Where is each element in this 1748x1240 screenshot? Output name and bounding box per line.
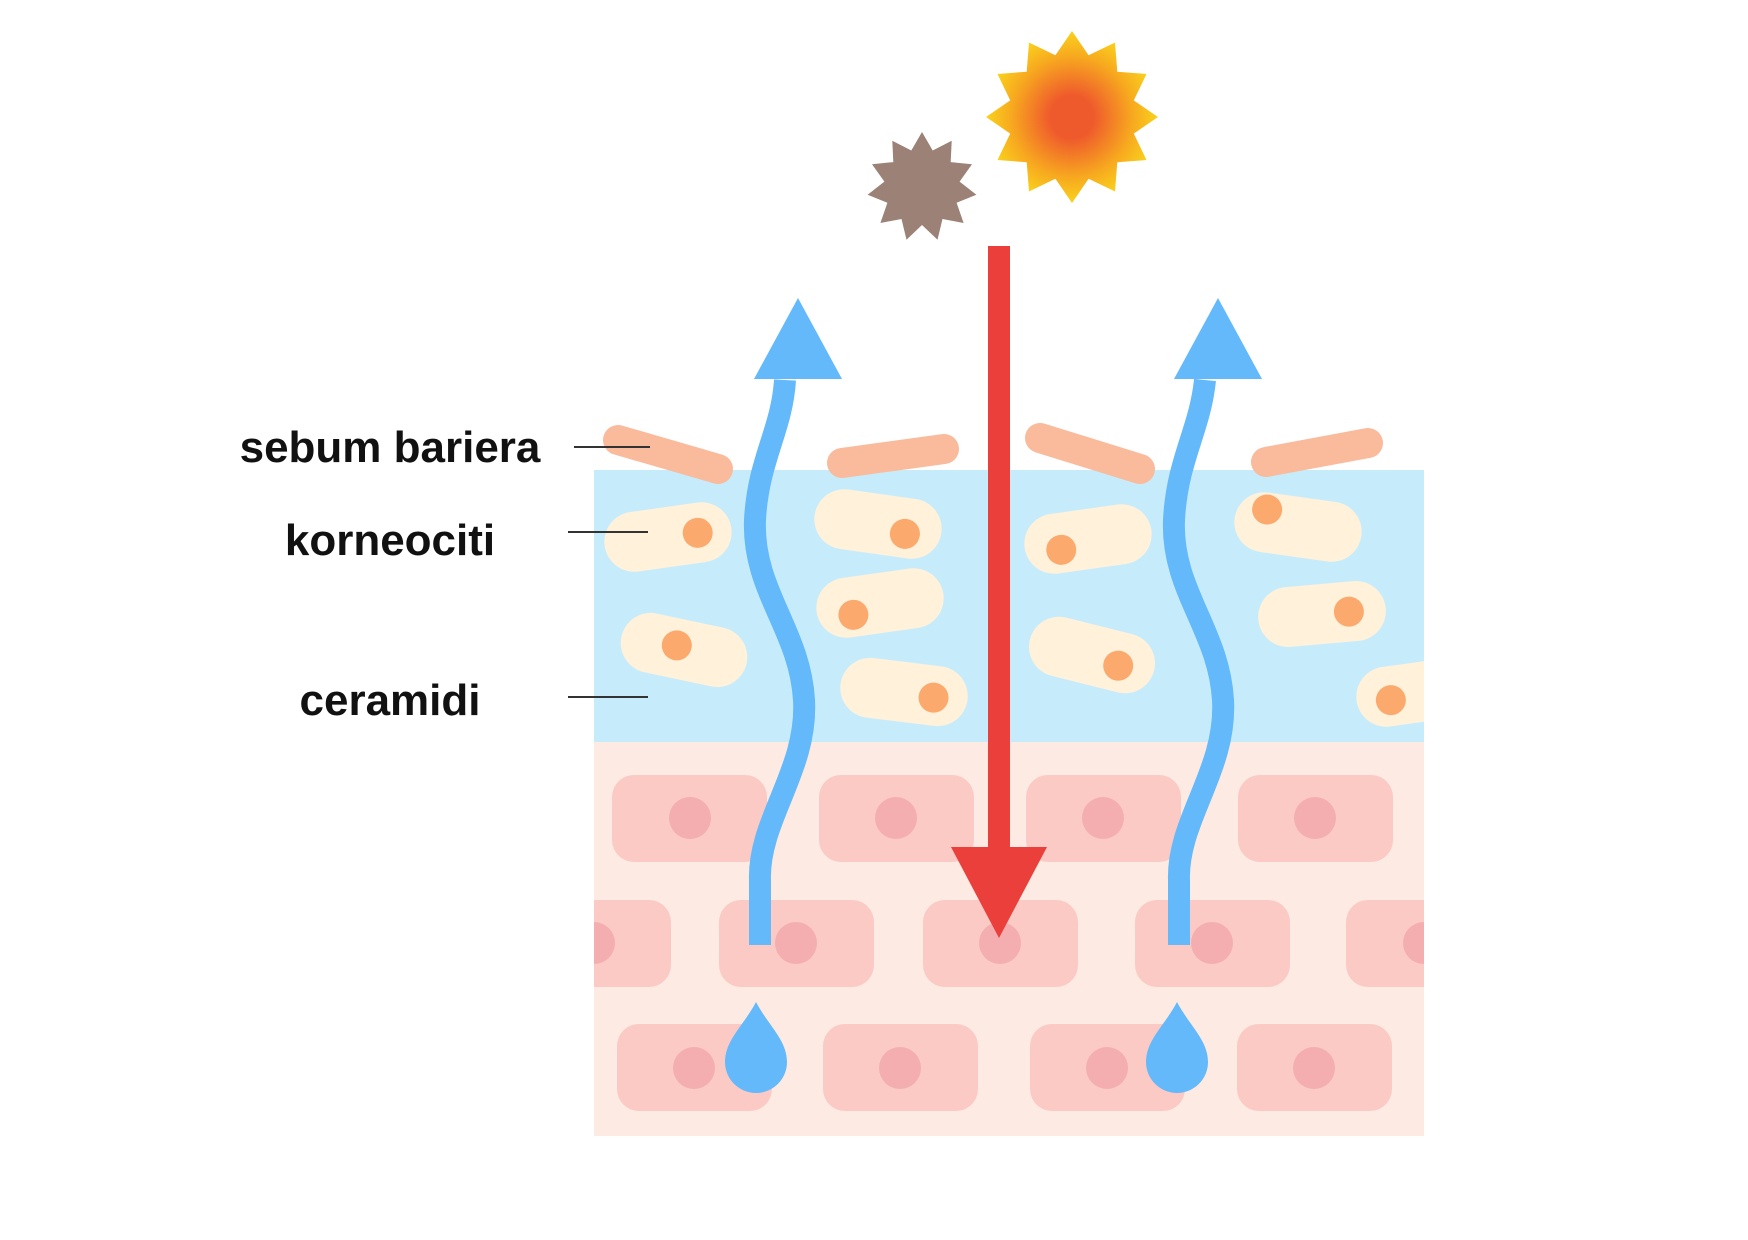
corneocyte bbox=[620, 612, 748, 688]
cell-nucleus bbox=[594, 922, 615, 964]
cell-nucleus bbox=[979, 922, 1021, 964]
cell-nucleus bbox=[1403, 922, 1424, 964]
epidermal-cell bbox=[1346, 900, 1424, 987]
moisture-loss-arrow-right bbox=[1162, 298, 1262, 945]
cell-nucleus bbox=[875, 797, 917, 839]
sun-burst-icon bbox=[986, 31, 1158, 203]
moisture-loss-arrow-left bbox=[743, 298, 842, 945]
cell-nucleus bbox=[1086, 1047, 1128, 1089]
corneocyte bbox=[840, 657, 968, 727]
pollution-particle-icon bbox=[867, 132, 977, 240]
cell-row-3 bbox=[617, 1024, 1392, 1111]
sebum-flake bbox=[1251, 428, 1383, 477]
arrow-head bbox=[1174, 298, 1262, 379]
corneocyte bbox=[1258, 581, 1386, 647]
cell-nucleus bbox=[1191, 922, 1233, 964]
cell-nucleus bbox=[1294, 797, 1336, 839]
sebum-flake bbox=[603, 425, 733, 484]
label-sebum-barrier: sebum bariera bbox=[240, 423, 541, 472]
corneocytes bbox=[604, 489, 1424, 727]
label-corneocytes: korneociti bbox=[285, 516, 495, 565]
epidermal-cells bbox=[594, 775, 1424, 1111]
water-drop-icon bbox=[1146, 1002, 1208, 1093]
sebum-barrier bbox=[603, 423, 1383, 484]
cell-nucleus bbox=[1082, 797, 1124, 839]
sebum-flake bbox=[1025, 423, 1155, 484]
cell-nucleus bbox=[673, 1047, 715, 1089]
sebum-flake bbox=[827, 434, 959, 478]
corneocyte bbox=[1029, 616, 1155, 694]
cell-nucleus bbox=[669, 797, 711, 839]
epidermal-cell bbox=[594, 900, 671, 987]
corneocyte bbox=[1024, 504, 1152, 574]
cell-nucleus bbox=[879, 1047, 921, 1089]
corneocyte bbox=[1356, 657, 1424, 727]
label-ceramides: ceramidi bbox=[300, 676, 481, 725]
corneocyte bbox=[814, 489, 942, 559]
uv-penetration-arrow bbox=[951, 246, 1047, 938]
cell-nucleus bbox=[775, 922, 817, 964]
cell-row-1 bbox=[612, 775, 1393, 862]
arrow-head bbox=[754, 298, 842, 379]
arrow-head bbox=[951, 847, 1047, 938]
cell-nucleus bbox=[1293, 1047, 1335, 1089]
water-drop-icon bbox=[725, 1002, 787, 1093]
corneocyte bbox=[1234, 492, 1362, 562]
corneocyte bbox=[604, 502, 732, 572]
leader-lines bbox=[568, 446, 650, 698]
corneocyte bbox=[816, 568, 944, 638]
